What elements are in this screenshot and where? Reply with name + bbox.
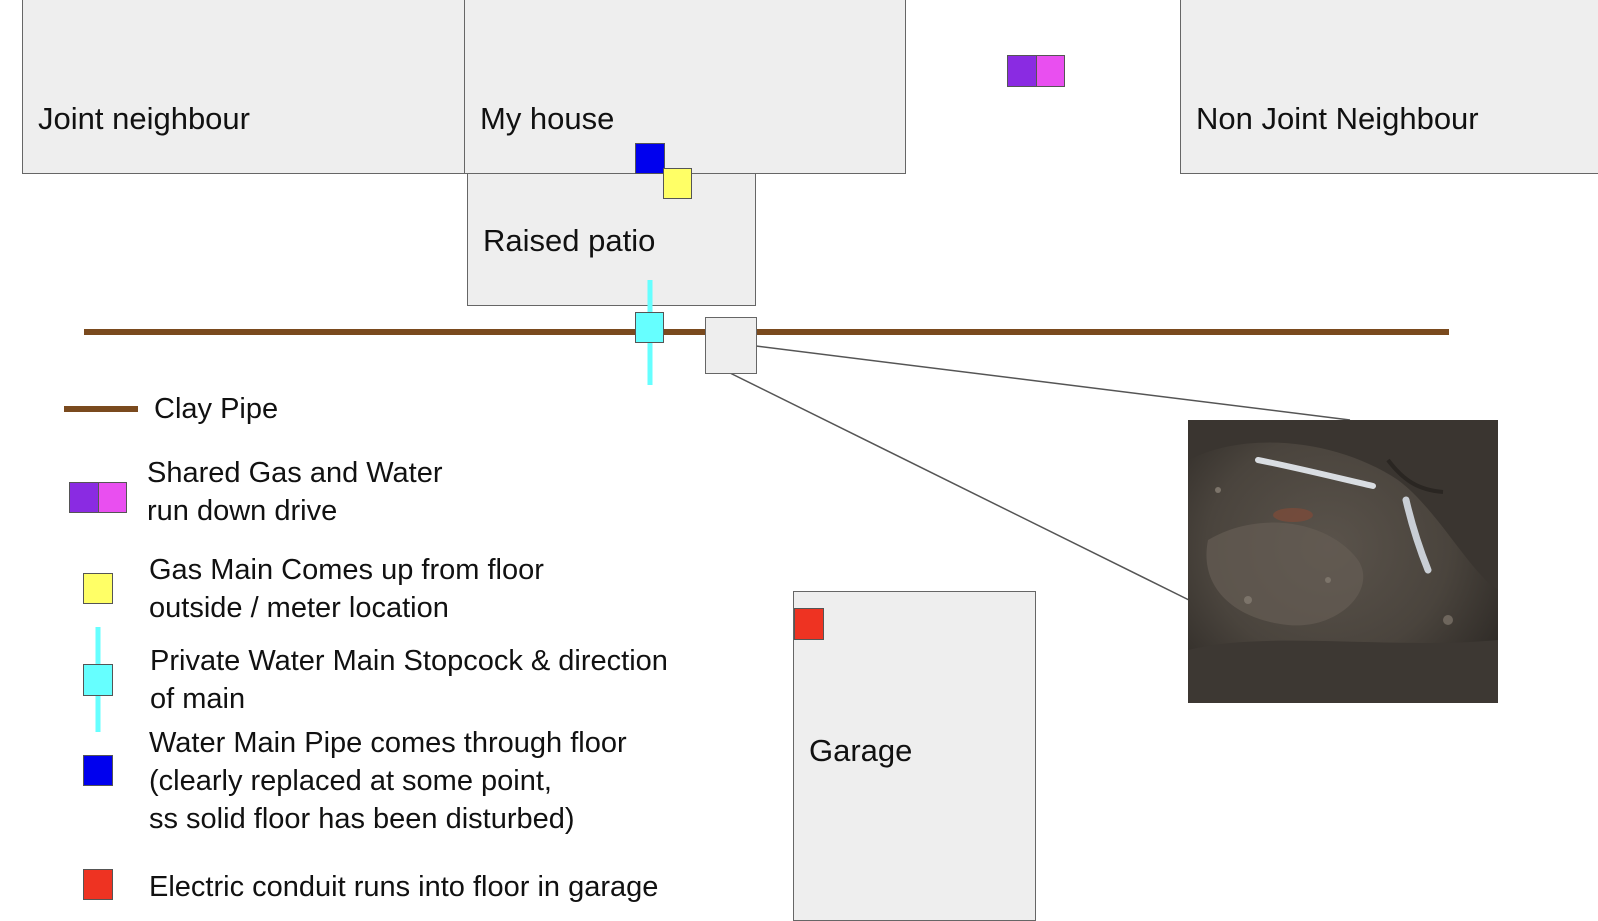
excavation-photo-image — [1188, 420, 1498, 703]
legend-shared-gas-water-line2: run down drive — [147, 495, 338, 527]
stopcock-marker — [635, 312, 664, 343]
non-joint-neighbour-building — [1180, 0, 1598, 174]
raised-patio — [467, 173, 756, 306]
shared-water-marker — [1036, 55, 1065, 87]
legend-water-main-line1: Water Main Pipe comes through floor — [149, 727, 627, 759]
joint-neighbour-building — [22, 0, 465, 174]
legend-water-main-swatch — [83, 755, 113, 786]
callout-line-bottom — [727, 371, 1194, 603]
my-house-building — [464, 0, 906, 174]
legend-stopcock-swatch — [83, 664, 113, 696]
legend-clay-pipe-label: Clay Pipe — [154, 393, 279, 425]
legend-stopcock-line1: Private Water Main Stopcock & direction — [150, 645, 668, 677]
legend-gas-main-swatch — [83, 573, 113, 604]
garage-building — [793, 591, 1036, 921]
legend-gas-main-line1: Gas Main Comes up from floor — [149, 554, 544, 586]
legend-electric-conduit-swatch — [83, 869, 113, 900]
legend-shared-water-swatch — [98, 482, 127, 513]
water-main-pipe-marker — [635, 143, 665, 174]
legend-water-main-line3: ss solid floor has been disturbed) — [149, 803, 575, 835]
inspection-chamber — [705, 317, 757, 374]
legend-stopcock-line2: of main — [150, 683, 246, 715]
callout-line-top — [755, 345, 1351, 421]
joint-neighbour-label: Joint neighbour — [38, 101, 250, 136]
raised-patio-label: Raised patio — [483, 223, 656, 258]
legend-shared-gas-swatch — [69, 482, 99, 513]
non-joint-neighbour-label: Non Joint Neighbour — [1196, 101, 1479, 136]
legend-electric-conduit-label: Electric conduit runs into floor in gara… — [149, 871, 659, 903]
legend-shared-gas-water-line1: Shared Gas and Water — [147, 457, 443, 489]
excavation-photo — [1188, 420, 1498, 703]
gas-main-marker — [663, 168, 692, 199]
electric-conduit-marker — [794, 608, 824, 640]
garage-label: Garage — [809, 733, 913, 768]
legend-water-main-line2: (clearly replaced at some point, — [149, 765, 552, 797]
my-house-label: My house — [480, 101, 615, 136]
legend-gas-main-line2: outside / meter location — [149, 592, 449, 624]
